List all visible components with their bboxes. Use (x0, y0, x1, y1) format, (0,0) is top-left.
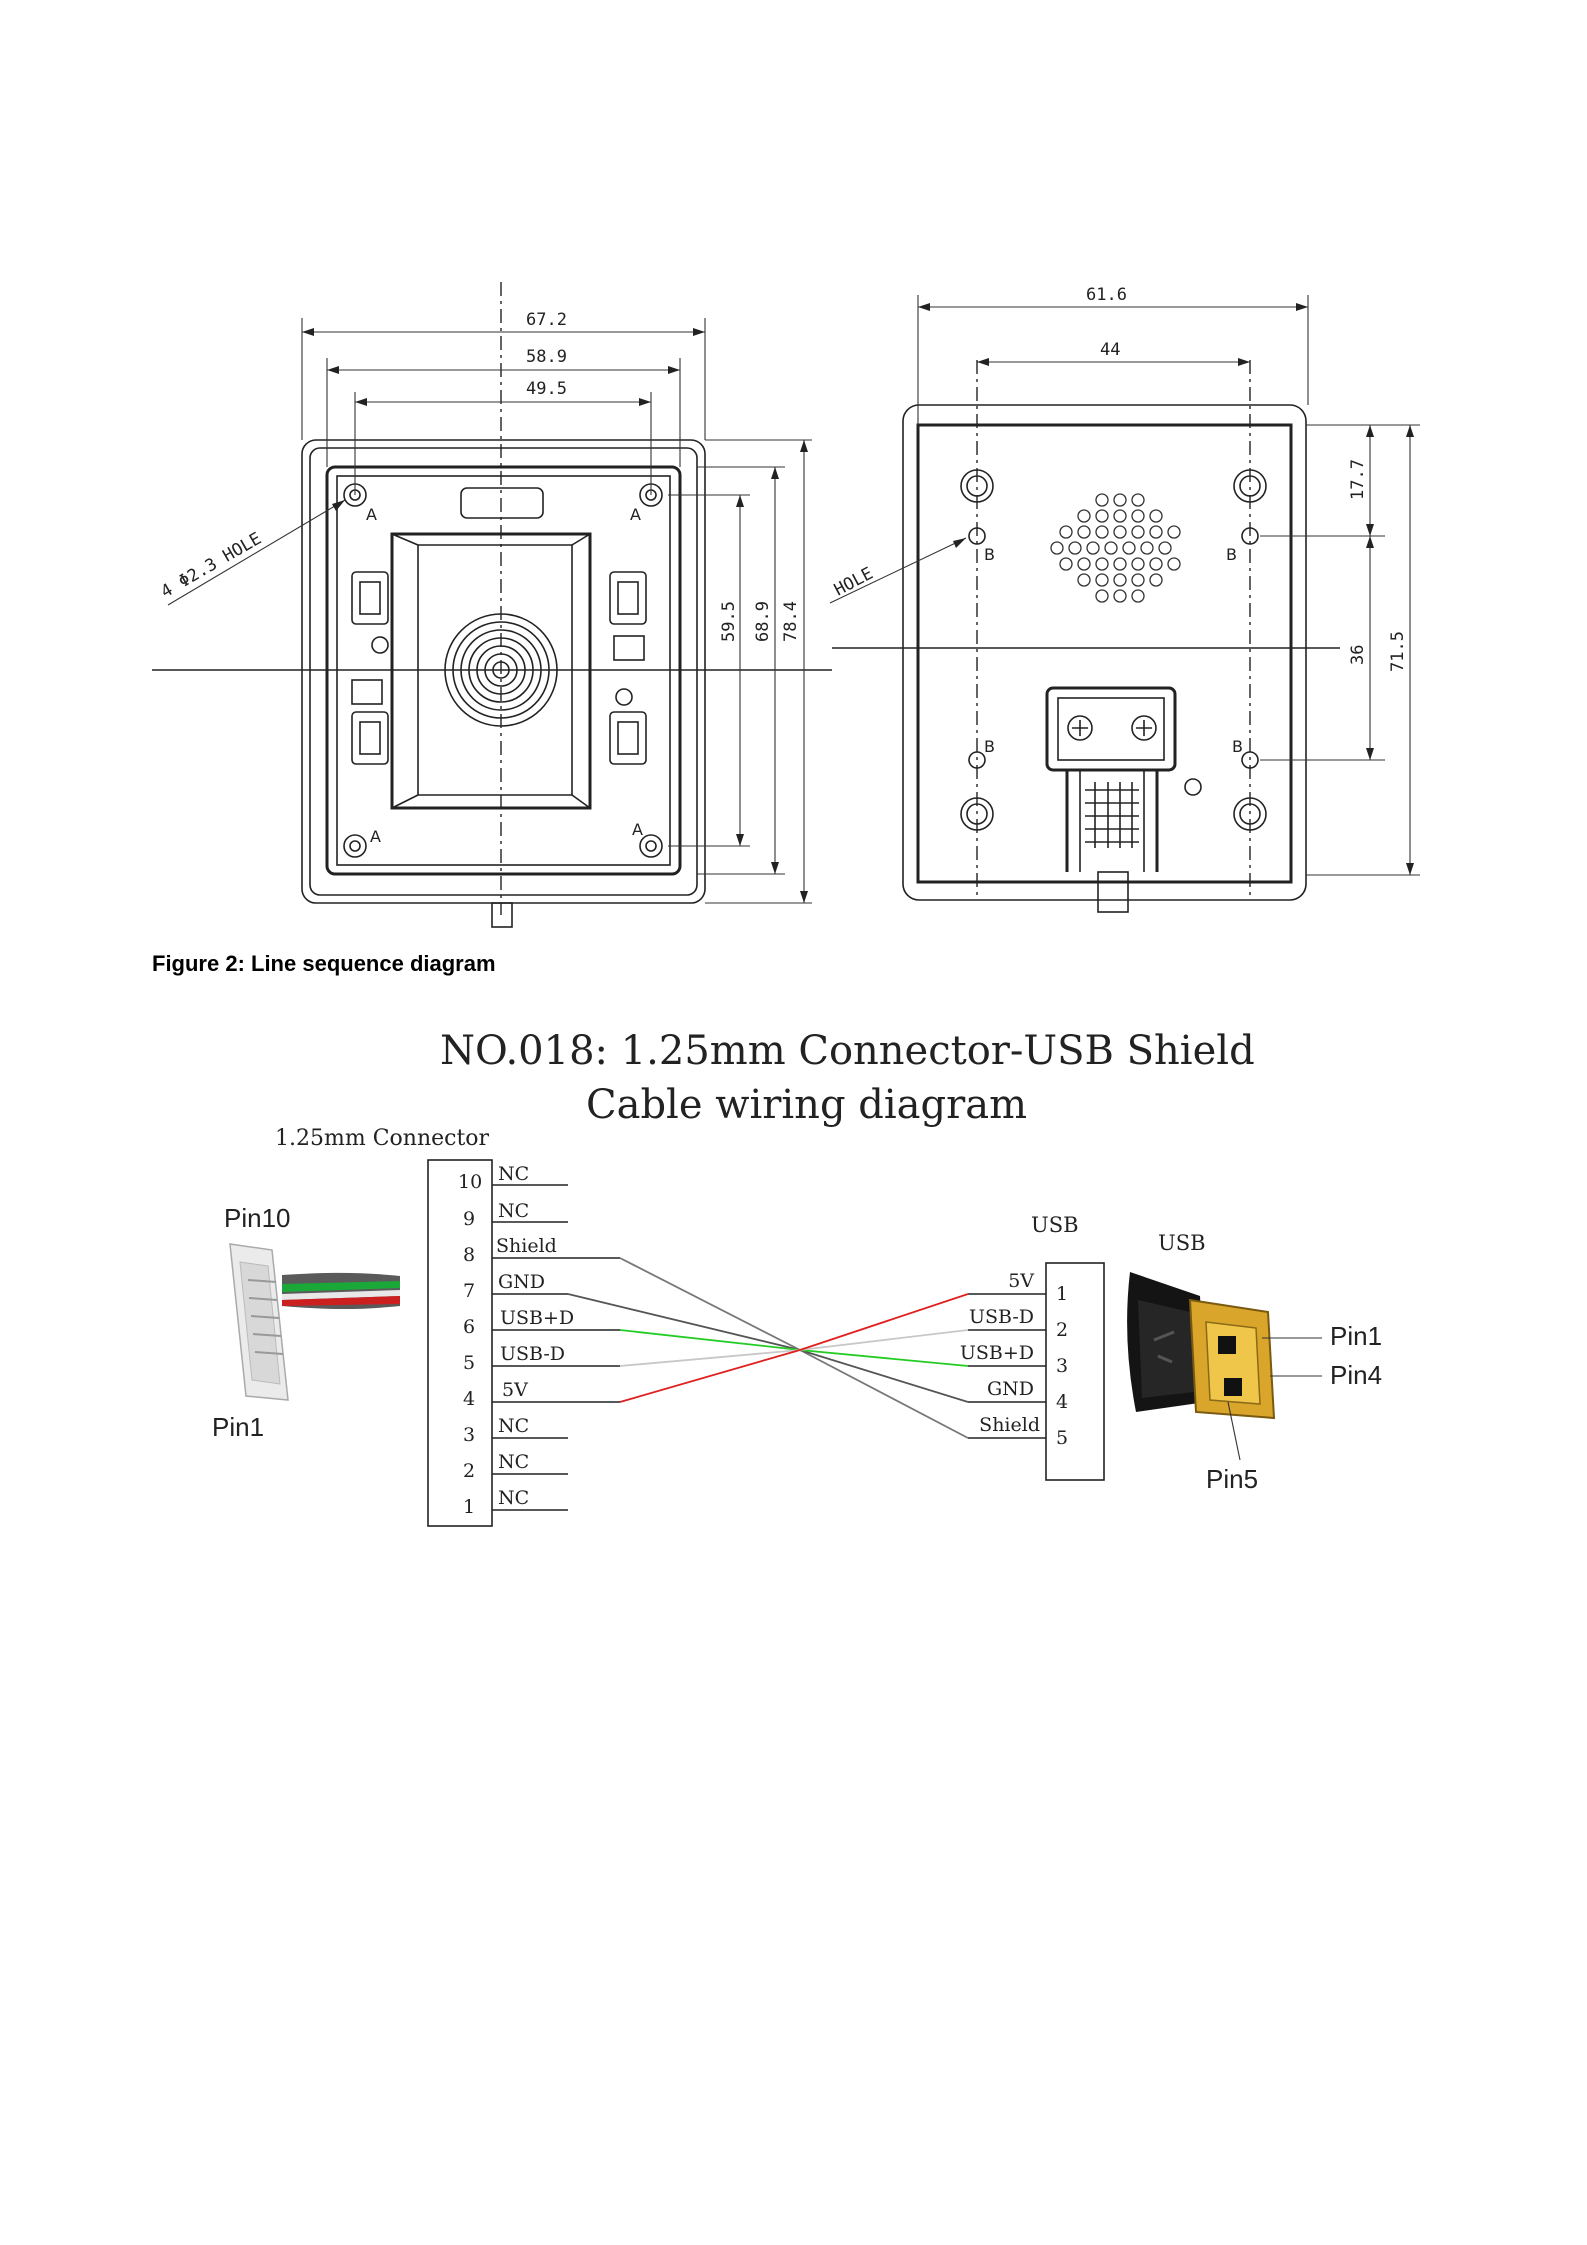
wire-5v (619, 1293, 969, 1403)
usb-pin-name: Shield (979, 1414, 1040, 1436)
connector-pin-name: 5V (502, 1379, 528, 1401)
front-housing-outline (301, 439, 706, 904)
connector-pin-name: NC (498, 1415, 529, 1437)
usb-plug-photo (1127, 1272, 1276, 1420)
usb-pin-name: USB+D (960, 1342, 1034, 1364)
dim-71-5: 71.5 (1388, 631, 1408, 672)
dim-61-6: 61.6 (1086, 285, 1127, 305)
usb-pin-number: 5 (1056, 1427, 1068, 1449)
dim-17-7: 17.7 (1348, 459, 1368, 500)
left-clips (351, 571, 389, 765)
back-plate (916, 423, 1293, 884)
usb-pin-number: 4 (1056, 1391, 1068, 1413)
hole-marker-a: A (370, 827, 381, 846)
usb-pin-block (1045, 1262, 1105, 1481)
usb-pin-number: 1 (1056, 1283, 1068, 1305)
connector-pin-number: 4 (463, 1388, 475, 1410)
pin1-label: Pin1 (212, 1412, 264, 1442)
hole-marker-b: B (1232, 737, 1243, 756)
usb-pin-number: 3 (1056, 1355, 1068, 1377)
connector-pin-number: 8 (463, 1244, 475, 1266)
connector-pin-name: NC (498, 1451, 529, 1473)
back-housing-outline (902, 404, 1307, 901)
sensor-board (390, 532, 592, 810)
connector-pin-number: 5 (463, 1352, 475, 1374)
usb-pin-rows (968, 1293, 1046, 1439)
usb-pin-name: USB-D (969, 1306, 1034, 1328)
dim-49-5: 49.5 (526, 379, 567, 399)
wire-gnd (567, 1293, 969, 1403)
usb-plug-label: USB (1158, 1231, 1206, 1255)
connector-pin-name: USB+D (500, 1307, 574, 1329)
connector-pin-name: NC (498, 1163, 529, 1185)
wiring-title-line2: Cable wiring diagram (586, 1082, 1027, 1128)
hole-callout-front: 4 Φ2.3 HOLE (158, 529, 266, 603)
connector-pin-name: GND (498, 1271, 545, 1293)
dim-78-4: 78.4 (781, 601, 801, 642)
connector-block (427, 1159, 493, 1527)
connector-pin-number: 3 (463, 1424, 475, 1446)
usb-box-label: USB (1031, 1213, 1079, 1237)
front-top-dimensions (301, 318, 706, 495)
usb-plug-pin1-label: Pin1 (1330, 1321, 1382, 1351)
usb-pin-name: GND (987, 1378, 1034, 1400)
connector-pin-name: Shield (496, 1235, 557, 1257)
connector-pin-number: 6 (463, 1316, 475, 1338)
back-right-dimensions (1260, 424, 1420, 876)
hole-marker-a: A (366, 505, 377, 524)
dim-58-9: 58.9 (526, 347, 567, 367)
wiring-diagram: NO.018: 1.25mm Connector-USB Shield Cabl… (212, 1028, 1382, 1527)
hole-marker-b: B (984, 545, 995, 564)
connector-photo (229, 1243, 400, 1401)
connector-pin-rows (492, 1184, 620, 1511)
right-clips (609, 571, 647, 765)
back-screws (960, 469, 1267, 831)
hole-callout-back: HOLE (831, 564, 877, 601)
front-right-dimensions (668, 439, 812, 904)
connector-pin-number: 9 (463, 1208, 475, 1230)
connector-label: 1.25mm Connector (275, 1126, 490, 1151)
hole-marker-b: B (984, 737, 995, 756)
dim-68-9: 68.9 (753, 601, 773, 642)
connector-pin-name: NC (498, 1487, 529, 1509)
back-top-dimensions (917, 295, 1309, 425)
cable (1097, 871, 1129, 913)
pin10-label: Pin10 (224, 1203, 291, 1233)
wiring-title-line1: NO.018: 1.25mm Connector-USB Shield (440, 1028, 1255, 1074)
connector-pin-name: USB-D (500, 1343, 565, 1365)
hole-marker-a: A (630, 505, 641, 524)
connector-pin-number: 1 (463, 1496, 475, 1518)
speaker-grille (1050, 493, 1181, 603)
figure-caption: Figure 2: Line sequence diagram (152, 951, 496, 976)
usb-pin-number: 2 (1056, 1319, 1068, 1341)
cable-clamp (1045, 686, 1202, 913)
connector-pin-name: NC (498, 1200, 529, 1222)
connector-pin-number: 7 (463, 1280, 475, 1302)
dim-44: 44 (1100, 340, 1120, 360)
hole-callout-leader (167, 499, 346, 606)
usb-plug-pin5-label: Pin5 (1206, 1464, 1258, 1494)
dim-36: 36 (1348, 645, 1368, 665)
hole-marker-b: B (1226, 545, 1237, 564)
wire-bundle (567, 1257, 969, 1439)
front-view-drawing: A A A A 67.2 58.9 49.5 (152, 282, 832, 928)
usb-pin-name: 5V (1008, 1270, 1034, 1292)
dim-67-2: 67.2 (526, 310, 567, 330)
back-view-drawing: B B B B (829, 285, 1420, 913)
dim-59-5: 59.5 (719, 601, 739, 642)
usb-plug-pin4-label: Pin4 (1330, 1360, 1382, 1390)
hole-marker-a: A (632, 820, 643, 839)
connector-pin-number: 2 (463, 1460, 475, 1482)
connector-pin-number: 10 (458, 1171, 482, 1193)
